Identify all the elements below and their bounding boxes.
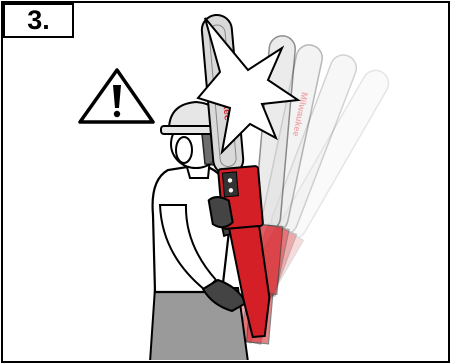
- worker-glove-front: [208, 196, 233, 228]
- warning-triangle-icon: [80, 70, 153, 122]
- step-number-label: 3.: [27, 7, 50, 34]
- ear-protection: [176, 137, 192, 163]
- saw-motor-cover: [222, 172, 238, 197]
- step-number-box: 3.: [3, 3, 74, 38]
